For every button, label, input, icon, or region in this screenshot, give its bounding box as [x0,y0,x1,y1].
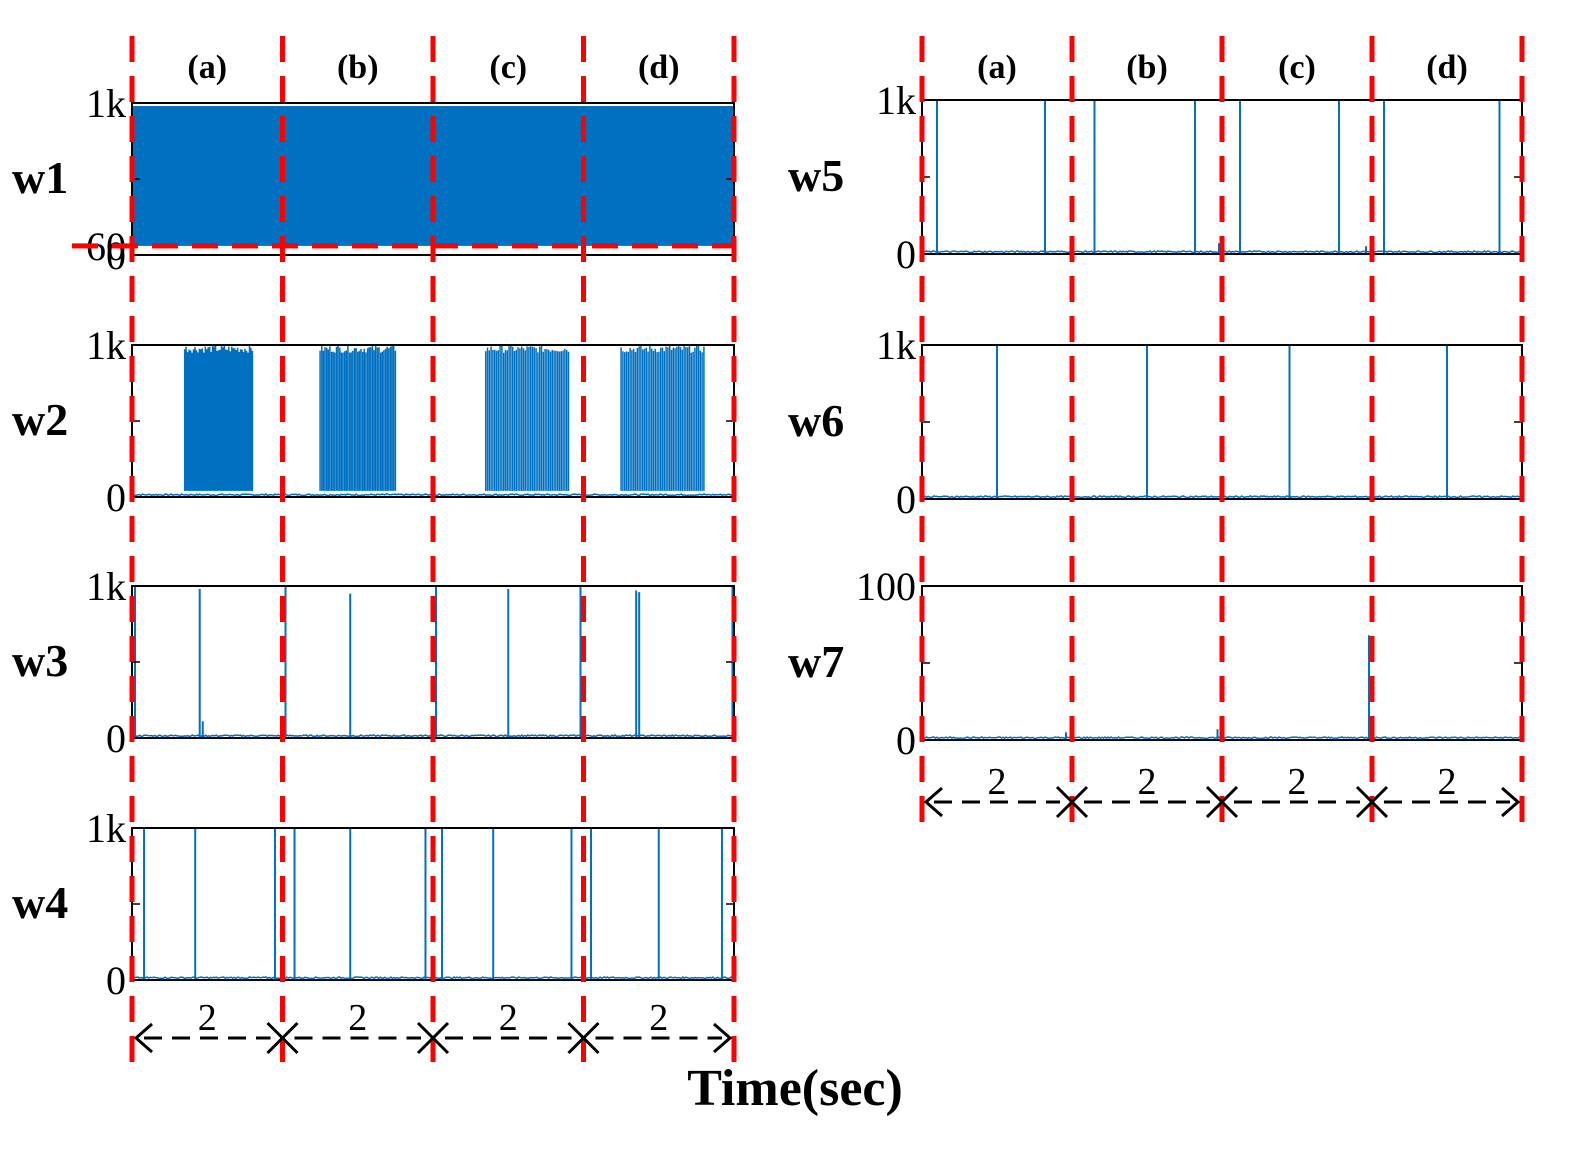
w4-ytick-label: 0 [106,958,126,1003]
duration-arrows: 2 2 2 2 2 2 2 2 [133,761,1521,1055]
w2-burst-2 [484,345,570,491]
w3-row-label: w3 [12,635,68,686]
panel-w6: 1k 0 w6 [788,323,1523,522]
duration-label-right: 2 [1438,761,1457,803]
panel-w5: 1k 0 w5 [788,78,1523,277]
w5-ytick-label: 1k [876,78,916,123]
duration-label-right: 2 [988,761,1007,803]
segment-label-right: (d) [1426,49,1468,86]
w5-ytick-label: 0 [896,232,916,277]
duration-label-left: 2 [499,997,518,1039]
arrow-cross-left [416,1021,450,1055]
arrow-cross-left [266,1021,299,1055]
segment-labels: (a) (b) (c) (d) (a) (b) (c) (d) [187,49,1467,86]
arrow-cross-left [567,1021,600,1055]
w2-ytick-label: 1k [86,323,126,368]
segment-label-left: (a) [187,49,227,86]
duration-label-left: 2 [348,997,367,1039]
w7-ytick-label: 100 [856,564,916,609]
arrow-cross-right [1205,785,1239,819]
w2-row-label: w2 [12,394,68,445]
duration-label-left: 2 [198,997,217,1039]
arrow-head-right-right [1501,786,1521,818]
w6-ytick-label: 0 [896,477,916,522]
w4-ytick-label: 1k [86,806,126,851]
segment-label-right: (b) [1126,49,1168,86]
w1-row-label: w1 [12,152,68,203]
arrow-cross-right [1355,785,1389,819]
w6-ytick-label: 1k [876,323,916,368]
segment-label-left: (b) [337,49,379,86]
w1-ytick-label: 0 [106,233,126,278]
arrow-head-left-left [133,1022,153,1054]
panel-w4: 1k 0 w4 [12,806,735,1003]
w3-ytick-label: 1k [86,564,126,609]
w2-burst-3 [620,345,705,491]
w2-burst-0 [183,345,254,491]
w4-row-label: w4 [12,877,68,928]
x-axis-label: Time(sec) [687,1060,903,1117]
arrow-cross-right [1055,785,1089,819]
w2-burst-1 [319,345,397,491]
segment-label-left: (c) [489,49,527,86]
segment-boundaries [129,36,1525,1062]
w6-row-label: w6 [788,395,844,446]
w7-row-label: w7 [788,636,844,687]
duration-label-left: 2 [649,997,668,1039]
segment-label-right: (a) [977,49,1017,86]
panel-w7: 100 0 w7 [788,564,1523,763]
w2-ytick-label: 0 [106,475,126,520]
panel-w3: 1k 0 w3 [12,564,735,761]
arrow-head-right-left [713,1022,733,1054]
duration-label-right: 2 [1288,761,1307,803]
segment-label-left: (d) [638,49,680,86]
w5-row-label: w5 [788,150,844,201]
segment-label-right: (c) [1278,49,1316,86]
arrow-head-left-right [923,786,943,818]
w3-ytick-label: 0 [106,716,126,761]
duration-label-right: 2 [1138,761,1157,803]
w7-ytick-label: 0 [896,718,916,763]
w1-ytick-label: 1k [86,81,126,126]
panel-w2: 1k 0 w2 [12,323,735,520]
